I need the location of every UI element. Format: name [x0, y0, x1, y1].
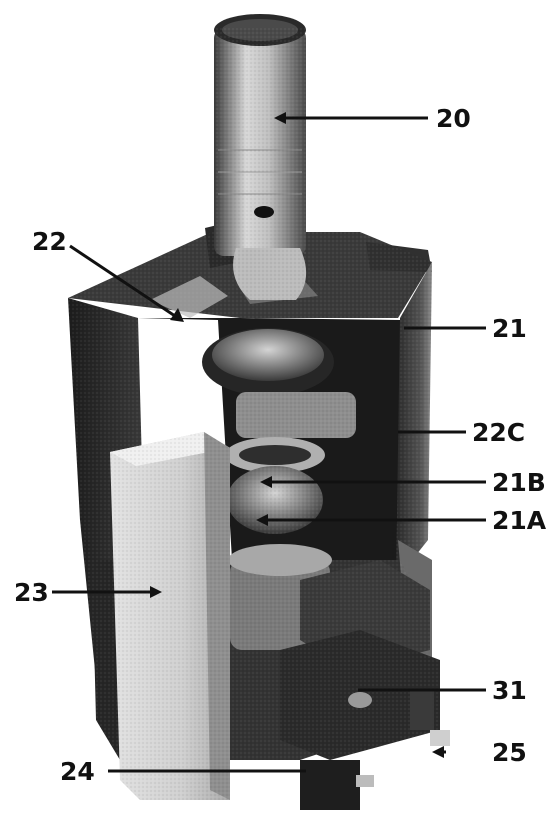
leader-lines — [52, 112, 486, 773]
callout-21b: 21B — [492, 468, 546, 497]
callout-20: 20 — [436, 104, 471, 133]
callout-21: 21 — [492, 314, 527, 343]
callout-23: 23 — [14, 578, 49, 607]
valve-assembly — [280, 560, 450, 810]
callout-22c: 22C — [472, 418, 525, 447]
callout-21a: 21A — [492, 506, 547, 535]
callout-22: 22 — [32, 227, 67, 256]
callout-24: 24 — [60, 757, 95, 786]
piston-rod — [214, 14, 307, 300]
callout-labels: 20 22 21 22C 21B 21A 23 31 25 24 — [14, 104, 547, 786]
callout-25: 25 — [492, 738, 527, 767]
guide-bar — [110, 432, 230, 800]
callout-31: 31 — [492, 676, 527, 705]
